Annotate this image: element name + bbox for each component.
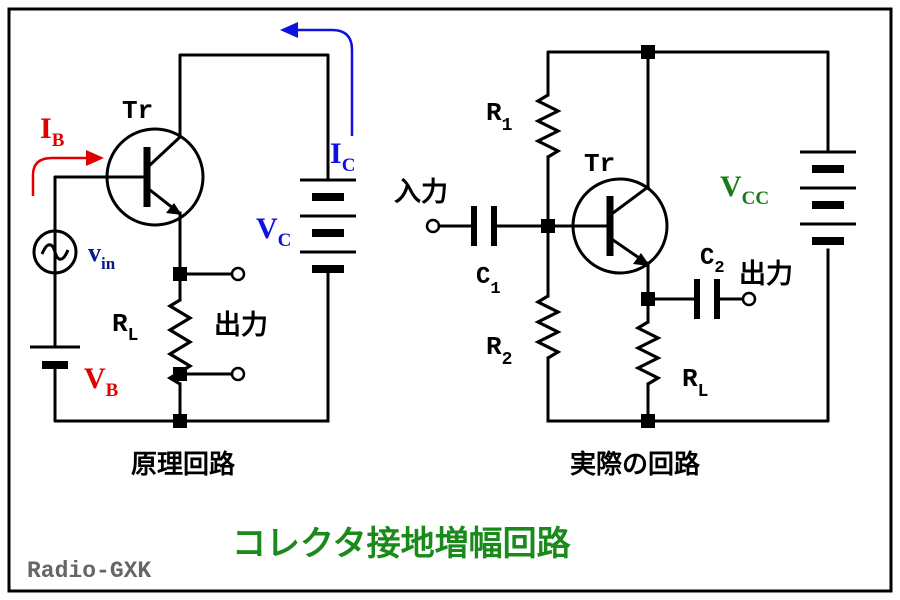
- right-emitter-arrow: [633, 253, 650, 266]
- vin-label: vin: [88, 238, 116, 273]
- right-output-label: 出力: [739, 259, 793, 289]
- vb-label: VB: [84, 362, 119, 401]
- right-rl-label: RL: [682, 364, 708, 402]
- right-collector-lead: [610, 184, 651, 216]
- diagram-title: コレクタ接地増幅回路: [232, 525, 572, 563]
- junction-dot: [173, 367, 187, 381]
- c1-label: C1: [476, 264, 501, 299]
- left-collector-wire: [178, 53, 330, 180]
- c2-label: C2: [700, 245, 725, 278]
- vc-label: VC: [256, 212, 291, 251]
- base-current-arrowhead: [86, 150, 104, 166]
- right-transistor-label: Tr: [584, 149, 615, 179]
- collector-current-label: IC: [330, 137, 355, 176]
- junction-dot: [541, 219, 555, 233]
- left-caption: 原理回路: [131, 449, 236, 479]
- base-current-arrow: [31, 156, 90, 196]
- output-terminal: [741, 291, 757, 307]
- practical-circuit: [425, 45, 856, 428]
- rl-resistor: [634, 320, 662, 386]
- left-base-wire: [53, 175, 149, 302]
- r2-resistor: [534, 294, 562, 360]
- right-top-rail: [546, 50, 830, 152]
- watermark: Radio-GXK: [27, 558, 151, 584]
- left-transistor-label: Tr: [122, 96, 153, 126]
- left-output-terminal-bottom: [230, 366, 246, 382]
- right-caption: 実際の回路: [570, 449, 701, 479]
- junction-dot: [173, 414, 187, 428]
- left-rl-label: RL: [112, 309, 138, 346]
- principle-circuit: [30, 22, 356, 428]
- left-ground-wire: [53, 366, 330, 423]
- vcc-label: VCC: [720, 170, 769, 209]
- left-output-terminal-top: [230, 266, 246, 282]
- input-label: 入力: [394, 177, 448, 207]
- collector-current-arrowhead: [280, 22, 298, 38]
- left-emitter-arrow: [166, 203, 182, 215]
- collector-current-arrow: [295, 28, 354, 136]
- r1-resistor: [534, 93, 562, 159]
- junction-dot: [173, 267, 187, 281]
- r1-label: R1: [486, 98, 513, 136]
- right-transistor-symbol: [571, 177, 669, 275]
- outer-frame: [7, 7, 893, 593]
- base-current-label: IB: [40, 112, 65, 151]
- r2-label: R2: [486, 332, 512, 370]
- left-collector-lead: [147, 134, 183, 168]
- input-terminal: [425, 218, 441, 234]
- sine-wave-icon: [40, 243, 70, 261]
- left-output-label: 出力: [214, 310, 268, 340]
